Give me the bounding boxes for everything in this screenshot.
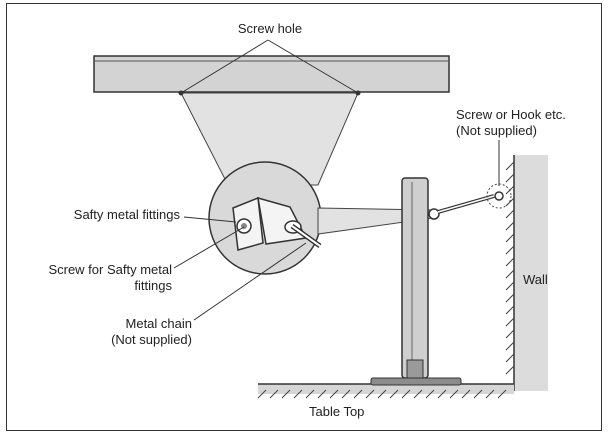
screw-or-hook-note: (Not supplied): [456, 123, 537, 138]
tv-chain-bracket: [428, 208, 440, 220]
safty-fittings-leader: [183, 216, 237, 223]
tv-stand-neck: [406, 359, 424, 381]
screw-hole-right: [355, 90, 361, 96]
wall-label: Wall: [523, 272, 548, 288]
screw-or-hook-text: Screw or Hook etc.: [456, 107, 566, 122]
tv-side-view: [401, 177, 429, 379]
wall-text: Wall: [523, 272, 548, 287]
screw-hole-left: [178, 90, 184, 96]
screw-for-fittings-label: Screw for Safty metal fittings: [8, 262, 172, 294]
screw-fittings-leader: [173, 226, 245, 269]
metal-chain-leader: [193, 242, 307, 321]
table-top-text: Table Top: [309, 404, 365, 419]
safty-fittings-label: Safty metal fittings: [20, 207, 180, 223]
metal-chain-inner: [437, 195, 495, 213]
table-hatch: [257, 389, 507, 399]
wall-shape: [514, 155, 548, 391]
screw-hole-leader-right: [267, 39, 359, 94]
table-top-shape: [258, 384, 514, 394]
table-top-label: Table Top: [309, 404, 364, 420]
screw-hole-text: Screw hole: [237, 21, 303, 36]
metal-chain-note: (Not supplied): [111, 332, 192, 347]
metal-chain-in-magnifier-inner: [291, 225, 321, 247]
tv-stand-base: [370, 377, 462, 386]
safty-fittings-text: Safty metal fittings: [73, 207, 180, 222]
wall-hatch: [505, 161, 515, 375]
screw-or-hook-label: Screw or Hook etc. (Not supplied): [456, 107, 566, 139]
screw-for-fittings-text-2: fittings: [134, 278, 172, 293]
screw-hole-label: Screw hole: [225, 21, 315, 37]
screw-for-fittings-text-1: Screw for Safty metal: [48, 262, 172, 277]
screw-hole-leader-left: [180, 39, 269, 94]
metal-chain-label: Metal chain (Not supplied): [60, 316, 192, 348]
metal-chain-text: Metal chain: [125, 316, 192, 331]
wall-hook-icon: [494, 191, 504, 201]
magnifier-cone-top: [180, 92, 359, 186]
tv-top-view: [93, 55, 450, 93]
